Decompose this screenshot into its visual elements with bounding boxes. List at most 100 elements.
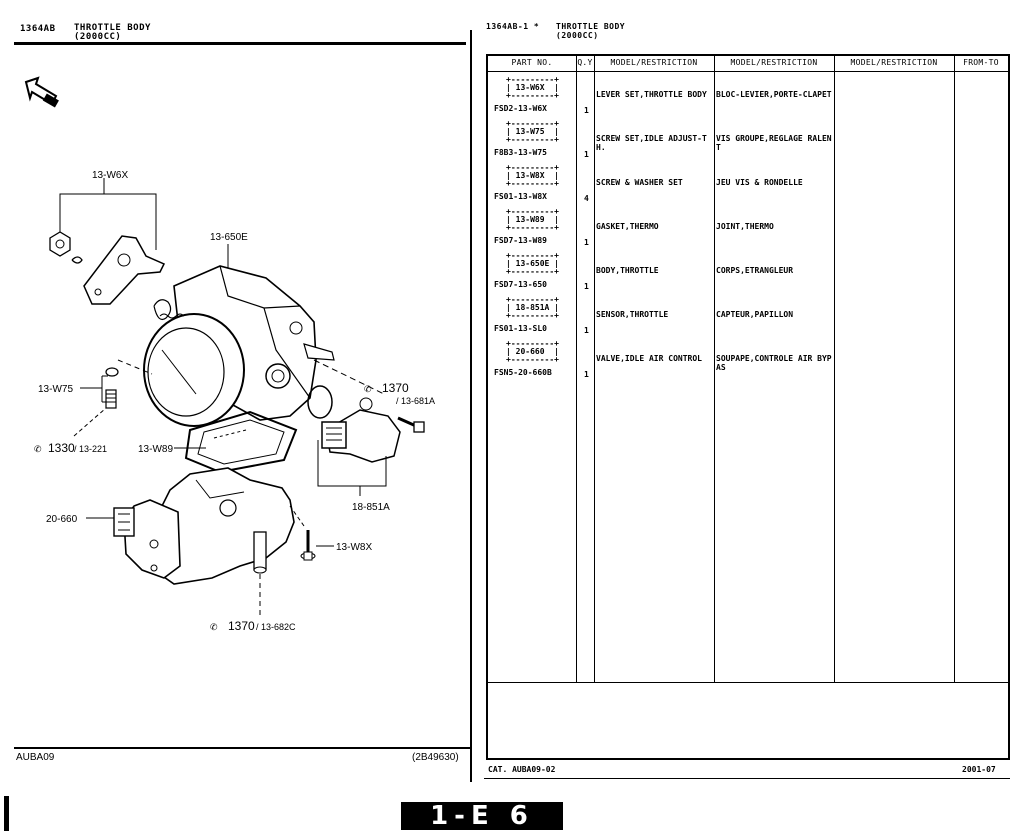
right-section-title: THROTTLE BODY (2000CC): [556, 22, 625, 40]
table-row: +---------+ | 13-W89 | +---------+ FSD7-…: [488, 208, 1008, 252]
part-number: F8B3-13-W75: [494, 148, 547, 157]
quantity: 4: [584, 194, 589, 203]
left-footer-code: AUBA09: [16, 752, 55, 763]
quantity: 1: [584, 106, 589, 115]
table-row: +---------+ | 13-W75 | +---------+ F8B3-…: [488, 120, 1008, 164]
col-divider: [714, 56, 715, 682]
throttle-body-part: [143, 265, 335, 427]
gasket-part: [184, 410, 298, 474]
quantity: 1: [584, 150, 589, 159]
page-divider: [470, 30, 472, 782]
throttle-sensor-part: [321, 397, 401, 463]
ref-box: +---------+ | 20-660 | +---------+: [506, 339, 559, 364]
description-en: VALVE,IDLE AIR CONTROL: [596, 354, 702, 363]
label-ref-13-221: / 13-221: [74, 444, 107, 454]
ref-box: +---------+ | 13-W6X | +---------+: [506, 75, 559, 100]
col-divider: [576, 56, 577, 682]
ref-box: +---------+ | 13-650E | +---------+: [506, 251, 559, 276]
right-footer-rule: [484, 778, 1010, 779]
ref-box: +---------+ | 18-851A | +---------+: [506, 295, 559, 320]
label-13-w8x: 13-W8X: [336, 542, 372, 553]
label-ref-1370: 1370: [382, 381, 409, 395]
header-model-3: MODEL/RESTRICTION: [850, 58, 938, 67]
description-fr: VIS GROUPE,REGLAGE RALENT: [716, 134, 832, 152]
catalog-date: 2001-07: [962, 765, 996, 774]
label-18-851a: 18-851A: [352, 502, 390, 513]
description-en: LEVER SET,THROTTLE BODY: [596, 90, 707, 99]
right-section-code: 1364AB-1 *: [486, 22, 540, 31]
header-model-1: MODEL/RESTRICTION: [610, 58, 698, 67]
label-13-w6x: 13-W6X: [92, 170, 128, 181]
nut-part: [49, 231, 71, 257]
svg-text:✆: ✆: [210, 622, 218, 632]
label-13-w89: 13-W89: [138, 444, 173, 455]
description-fr: CAPTEUR,PAPILLON: [716, 310, 794, 319]
header-qty: Q.Y: [577, 58, 593, 67]
ref-box: +---------+ | 13-W8X | +---------+: [506, 163, 559, 188]
label-20-660: 20-660: [46, 514, 78, 525]
left-title-line1: THROTTLE BODY: [74, 23, 151, 33]
table-bottom-rule: [488, 682, 1008, 683]
part-number: FS01-13-W8X: [494, 192, 547, 201]
description-fr: CORPS,ETRANGLEUR: [716, 266, 794, 275]
left-title-line2: (2000CC): [74, 32, 122, 42]
description-en: GASKET,THERMO: [596, 222, 659, 231]
table-row: +---------+ | 20-660 | +---------+ FSN5-…: [488, 340, 1008, 384]
part-number: FSD7-13-W89: [494, 236, 547, 245]
header-model-2: MODEL/RESTRICTION: [730, 58, 818, 67]
left-section-title: THROTTLE BODY (2000CC): [74, 24, 151, 42]
col-divider: [954, 56, 955, 682]
col-divider: [594, 56, 595, 682]
right-title-line2: (2000CC): [556, 31, 599, 40]
back-arrow-icon: [24, 76, 59, 108]
description-en: BODY,THROTTLE: [596, 266, 659, 275]
description-en: SCREW & WASHER SET: [596, 178, 683, 187]
part-number: FSD2-13-W6X: [494, 104, 547, 113]
col-divider: [834, 56, 835, 682]
label-13-650e: 13-650E: [210, 232, 248, 243]
label-ref-1330: 1330: [48, 441, 75, 455]
label-13-w75: 13-W75: [38, 384, 73, 395]
ref-box: +---------+ | 13-W75 | +---------+: [506, 119, 559, 144]
quantity: 1: [584, 326, 589, 335]
part-number: FS01-13-SL0: [494, 324, 547, 333]
svg-text:✆: ✆: [364, 384, 372, 394]
catalog-code: CAT. AUBA09-02: [488, 765, 556, 774]
description-fr: JOINT,THERMO: [716, 222, 774, 231]
left-footer-rule: [14, 747, 470, 749]
table-row: +---------+ | 13-650E | +---------+ FSD7…: [488, 252, 1008, 296]
label-ref-1370-b: 1370: [228, 619, 255, 633]
left-section-code: 1364AB: [20, 24, 56, 34]
table-row: +---------+ | 18-851A | +---------+ FS01…: [488, 296, 1008, 340]
table-row: +---------+ | 13-W6X | +---------+ FSD2-…: [488, 76, 1008, 120]
sensor-screw-part: [397, 416, 425, 433]
header-part-no: PART NO.: [511, 58, 553, 67]
screw-washer-part: [300, 530, 316, 561]
table-header: PART NO. Q.Y MODEL/RESTRICTION MODEL/RES…: [488, 56, 1008, 72]
quantity: 1: [584, 282, 589, 291]
quantity: 1: [584, 238, 589, 247]
description-en: SENSOR,THROTTLE: [596, 310, 669, 319]
right-title-line1: THROTTLE BODY: [556, 22, 626, 31]
throttle-lever: [83, 235, 166, 305]
parts-table: PART NO. Q.Y MODEL/RESTRICTION MODEL/RES…: [486, 54, 1010, 760]
header-from-to: FROM-TO: [963, 58, 999, 67]
exploded-diagram: 13-W6X 13-650E 13-W75: [24, 76, 435, 633]
description-en: SCREW SET,IDLE ADJUST-TH.: [596, 134, 707, 152]
left-header-rule: [14, 42, 466, 45]
page-index-tab: 1-E 6: [401, 802, 563, 830]
quantity: 1: [584, 370, 589, 379]
label-ref-13-681a: / 13-681A: [396, 396, 435, 406]
binding-mark: [4, 796, 9, 831]
description-fr: BLOC-LEVIER,PORTE-CLAPET: [716, 90, 832, 99]
ref-box: +---------+ | 13-W89 | +---------+: [506, 207, 559, 232]
part-number: FSN5-20-660B: [494, 368, 552, 377]
description-fr: SOUPAPE,CONTROLE AIR BYPAS: [716, 354, 832, 372]
description-fr: JEU VIS & RONDELLE: [716, 178, 803, 187]
idle-air-valve-part: [113, 467, 295, 585]
svg-text:✆: ✆: [34, 444, 42, 454]
part-number: FSD7-13-650: [494, 280, 547, 289]
label-ref-13-682c: / 13-682C: [256, 622, 296, 632]
idle-screw-part: [105, 389, 117, 409]
table-row: +---------+ | 13-W8X | +---------+ FS01-…: [488, 164, 1008, 208]
